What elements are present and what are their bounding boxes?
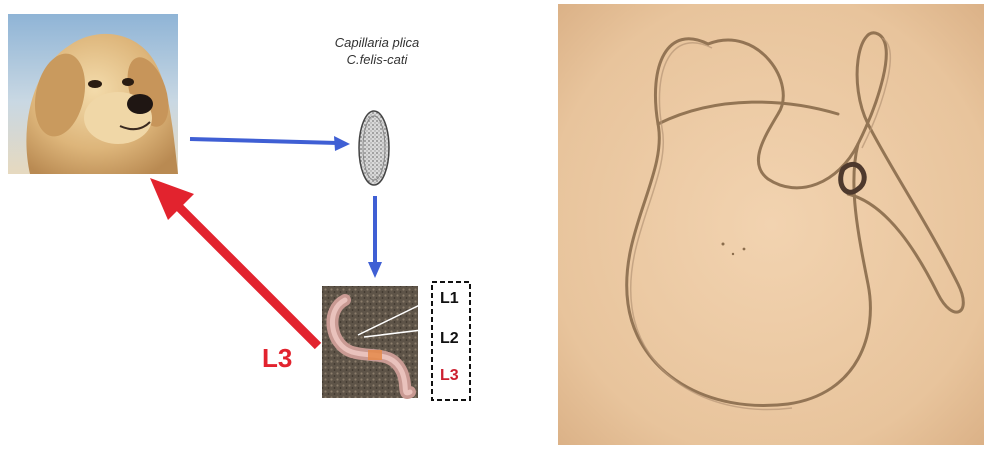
stage-label-l1: L1	[440, 290, 459, 308]
stage-label-l3: L3	[440, 367, 459, 385]
earthworm-image	[322, 286, 430, 398]
stage-label-l2: L2	[440, 330, 459, 348]
micrograph-graphic	[558, 4, 984, 445]
l3-arrow-label: L3	[262, 343, 292, 374]
dog-image	[8, 14, 178, 174]
arrow-egg-to-earthworm	[368, 196, 382, 278]
arrow-dog-to-egg	[190, 136, 350, 151]
adult-worm-micrograph	[558, 4, 984, 445]
life-cycle-diagram: Capillaria plica C.felis-cati L1 L2 L3 L…	[0, 0, 520, 445]
egg-image	[359, 111, 389, 185]
arrow-earthworm-to-dog	[150, 178, 318, 346]
species-name-1: Capillaria plica	[282, 35, 472, 50]
species-name-2: C.felis-cati	[282, 52, 472, 67]
